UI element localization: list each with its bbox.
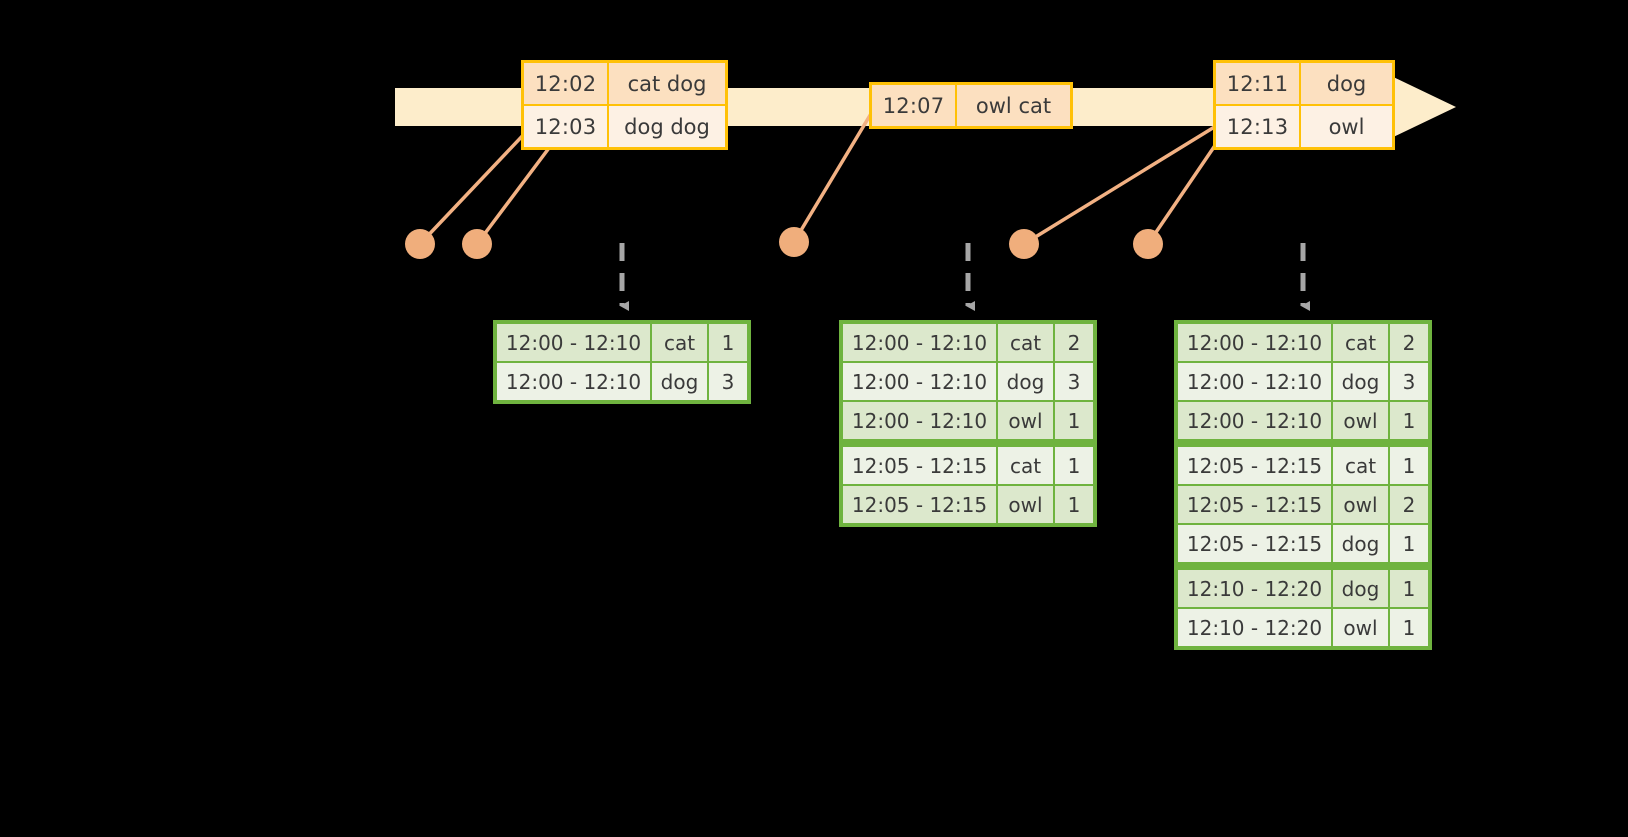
event-group-3: 12:11 dog 12:13 owl (1213, 60, 1395, 150)
event-value: dog (1301, 63, 1392, 104)
cell-window: 12:05 - 12:15 (1178, 486, 1331, 523)
cell-window: 12:05 - 12:15 (843, 447, 996, 484)
cell-count: 1 (1390, 402, 1428, 439)
event-group-2: 12:07 owl cat (869, 82, 1073, 129)
cell-window: 12:00 - 12:10 (843, 324, 996, 361)
cell-count: 3 (709, 363, 747, 400)
event-row: 12:02 cat dog (524, 63, 725, 104)
cell-window: 12:05 - 12:15 (1178, 447, 1331, 484)
cell-count: 3 (1390, 363, 1428, 400)
marker-dot-4 (1009, 229, 1039, 259)
event-row: 12:03 dog dog (524, 104, 725, 147)
event-time: 12:13 (1216, 106, 1301, 147)
window-group-separator (1178, 441, 1428, 445)
event-value: dog dog (609, 106, 725, 147)
event-time: 12:03 (524, 106, 609, 147)
cell-window: 12:00 - 12:10 (1178, 363, 1331, 400)
cell-key: owl (1333, 486, 1388, 523)
event-time: 12:07 (872, 85, 957, 126)
event-time: 12:11 (1216, 63, 1301, 104)
cell-count: 1 (1055, 447, 1093, 484)
event-value: cat dog (609, 63, 725, 104)
cell-count: 1 (1390, 447, 1428, 484)
marker-dot-3 (779, 227, 809, 257)
marker-dot-1 (405, 229, 435, 259)
cell-window: 12:00 - 12:10 (1178, 324, 1331, 361)
marker-dot-2 (462, 229, 492, 259)
window-group-separator (1178, 564, 1428, 568)
cell-key: cat (998, 324, 1053, 361)
cell-key: owl (1333, 609, 1388, 646)
cell-key: dog (1333, 525, 1388, 562)
cell-count: 2 (1055, 324, 1093, 361)
cell-window: 12:00 - 12:10 (497, 324, 650, 361)
cell-key: owl (1333, 402, 1388, 439)
event-row: 12:07 owl cat (872, 85, 1070, 126)
cell-window: 12:05 - 12:15 (843, 486, 996, 523)
cell-key: dog (998, 363, 1053, 400)
cell-key: cat (998, 447, 1053, 484)
cell-window: 12:10 - 12:20 (1178, 609, 1331, 646)
cell-window: 12:05 - 12:15 (1178, 525, 1331, 562)
cell-key: cat (1333, 447, 1388, 484)
cell-window: 12:00 - 12:10 (843, 402, 996, 439)
cell-count: 1 (1390, 609, 1428, 646)
event-row: 12:13 owl (1216, 104, 1392, 147)
cell-window: 12:00 - 12:10 (497, 363, 650, 400)
cell-key: cat (652, 324, 707, 361)
cell-key: dog (1333, 363, 1388, 400)
window-group-separator (843, 441, 1093, 445)
event-group-1: 12:02 cat dog 12:03 dog dog (521, 60, 728, 150)
cell-window: 12:00 - 12:10 (843, 363, 996, 400)
event-value: owl (1301, 106, 1392, 147)
cell-count: 1 (709, 324, 747, 361)
emit-arrows (619, 243, 1310, 311)
cell-window: 12:00 - 12:10 (1178, 402, 1331, 439)
cell-count: 1 (1390, 570, 1428, 607)
cell-count: 1 (1055, 486, 1093, 523)
cell-count: 1 (1055, 402, 1093, 439)
cell-count: 2 (1390, 486, 1428, 523)
cell-count: 2 (1390, 324, 1428, 361)
cell-key: owl (998, 486, 1053, 523)
cell-key: cat (1333, 324, 1388, 361)
cell-window: 12:10 - 12:20 (1178, 570, 1331, 607)
marker-dots (405, 227, 1163, 259)
cell-key: owl (998, 402, 1053, 439)
cell-count: 1 (1390, 525, 1428, 562)
marker-dot-5 (1133, 229, 1163, 259)
event-row: 12:11 dog (1216, 63, 1392, 104)
cell-key: dog (652, 363, 707, 400)
event-time: 12:02 (524, 63, 609, 104)
cell-count: 3 (1055, 363, 1093, 400)
cell-key: dog (1333, 570, 1388, 607)
event-value: owl cat (957, 85, 1070, 126)
